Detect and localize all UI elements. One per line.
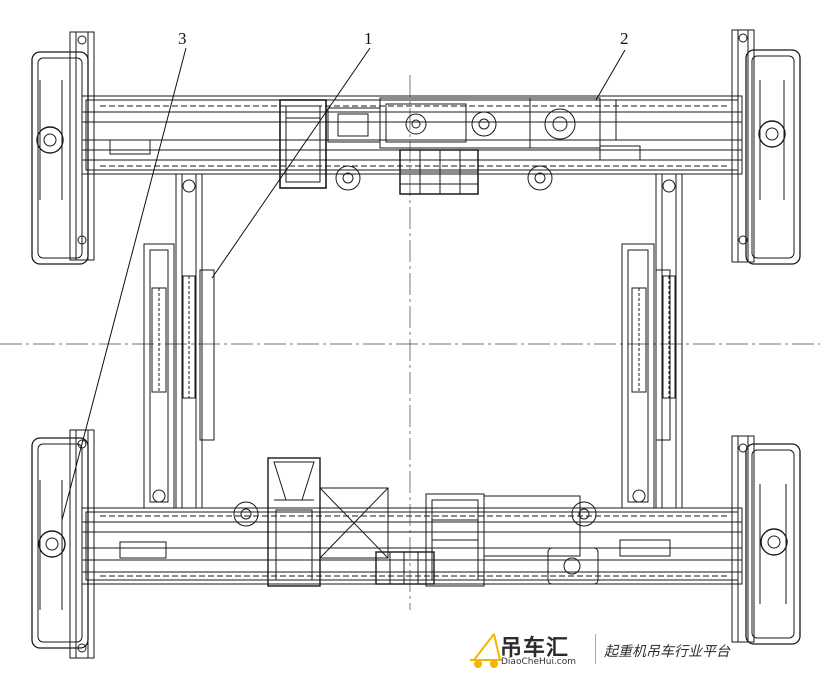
leader-line-3 [61,47,187,521]
top-drive-machinery [109,97,641,195]
center-lines [0,75,820,610]
watermark-separator [595,634,596,664]
left-side-members [143,173,215,509]
leader-line-1 [211,47,371,279]
watermark-slogan: 起重机吊车行业平台 [604,644,730,660]
callout-label-2: 2 [620,29,629,48]
callout-label-1: 1 [364,29,373,48]
top-end-beam [81,95,743,175]
leader-line-2 [595,49,626,101]
bottom-end-beam [81,507,743,585]
wheel-top-right [731,29,801,265]
leader-lines [61,47,626,521]
bottom-drive-machinery [119,457,671,587]
wheel-bottom-right [731,435,801,645]
wheel-top-left [31,31,95,265]
watermark-crane-logo-icon [470,633,502,668]
watermark-brand-cn: 吊车汇 [500,636,570,661]
callout-label-3: 3 [178,29,187,48]
wheel-bottom-left [31,429,95,659]
watermark-brand-en: DiaoCheHui.com [501,657,577,667]
watermark: 吊车汇 DiaoCheHui.com 起重机吊车行业平台 [468,628,818,672]
right-side-members [621,173,683,509]
